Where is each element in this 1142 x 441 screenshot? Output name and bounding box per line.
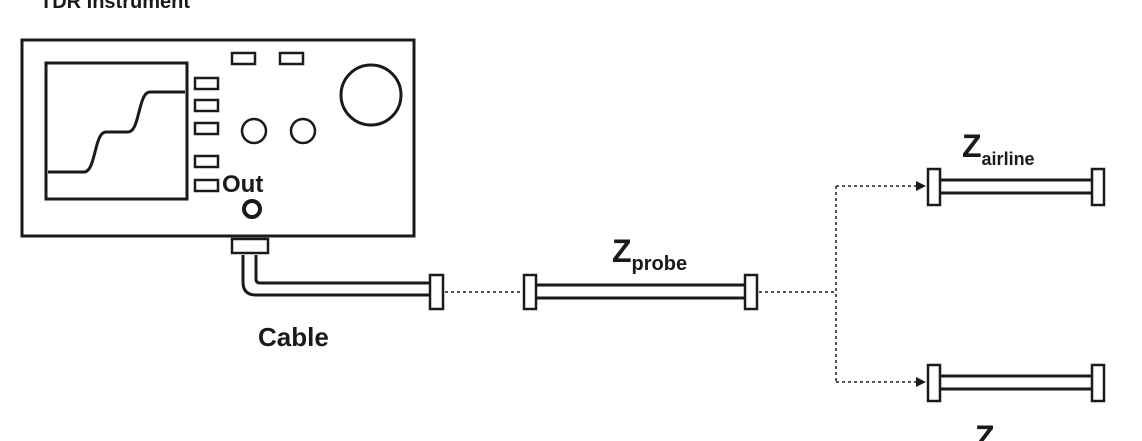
airline xyxy=(926,167,1106,207)
airline-flange-right xyxy=(1090,167,1106,207)
z-bottom-label: Z xyxy=(975,419,995,441)
z-airline-sub: airline xyxy=(982,149,1035,169)
probe-flange-right xyxy=(743,273,759,311)
z-airline-label: Zairline xyxy=(962,128,1035,169)
main-dial xyxy=(339,63,403,127)
probe-line xyxy=(522,273,759,311)
top-button-left xyxy=(230,51,257,66)
top-button-right xyxy=(278,51,305,66)
side-button-5 xyxy=(193,178,220,193)
cable-connector xyxy=(230,237,270,255)
airline-flange-left xyxy=(926,167,942,207)
tdr-instrument: Out xyxy=(20,38,416,238)
z-probe-main: Z xyxy=(612,233,632,269)
bottom-line-flange-right xyxy=(1090,363,1106,403)
out-connector xyxy=(242,199,262,219)
z-probe-label: Zprobe xyxy=(612,233,687,275)
instrument-title: TDR Instrument xyxy=(40,0,190,13)
z-airline-main: Z xyxy=(962,128,982,164)
branch-connector xyxy=(759,181,926,387)
bottom-line-flange-left xyxy=(926,363,942,403)
cable-end-flange xyxy=(428,273,445,311)
side-button-4 xyxy=(193,154,220,169)
cable xyxy=(230,237,445,311)
z-probe-sub: probe xyxy=(632,253,688,275)
cable-label: Cable xyxy=(258,322,329,352)
knob-right xyxy=(289,117,317,145)
side-button-2 xyxy=(193,98,220,113)
bottom-line xyxy=(926,363,1106,403)
out-label: Out xyxy=(222,171,263,198)
knob-left xyxy=(240,117,268,145)
side-button-3 xyxy=(193,121,220,136)
z-bottom-main: Z xyxy=(975,419,995,441)
step-waveform xyxy=(48,90,185,174)
side-button-1 xyxy=(193,76,220,91)
probe-flange-left xyxy=(522,273,538,311)
